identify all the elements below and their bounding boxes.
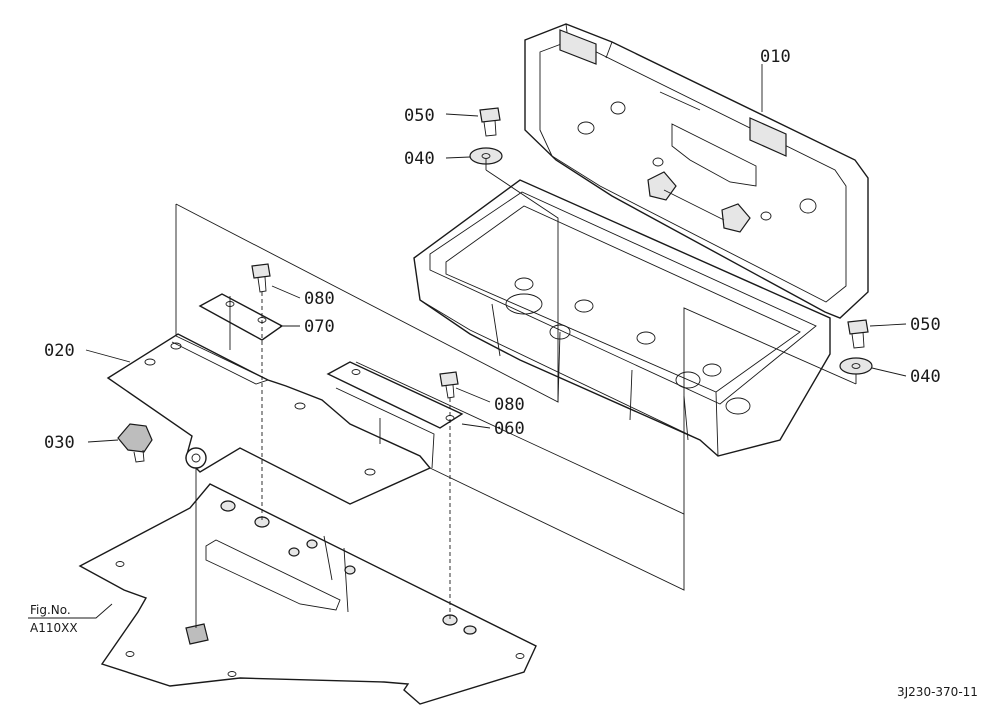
washer-040-lower bbox=[839, 357, 873, 375]
callout-060: 060 bbox=[494, 419, 525, 439]
callout-080-lower: 080 bbox=[494, 395, 525, 415]
bolt-080-lower bbox=[439, 371, 459, 399]
bolt-080-upper bbox=[251, 263, 271, 293]
leader-lines bbox=[85, 64, 907, 443]
bracket-plate-020 bbox=[106, 333, 432, 505]
figure-reference-label: Fig.No. bbox=[30, 603, 71, 617]
callout-010: 010 bbox=[760, 47, 791, 67]
bolt-050-upper bbox=[479, 107, 501, 137]
knob-030 bbox=[117, 423, 153, 463]
callout-020: 020 bbox=[44, 341, 75, 361]
strap-060 bbox=[326, 361, 464, 469]
bolt-050-lower bbox=[847, 319, 869, 349]
strap-070 bbox=[198, 293, 284, 341]
assembly-lines bbox=[175, 158, 857, 628]
figure-reference: Fig.No. A110XX bbox=[28, 603, 113, 635]
callout-040-upper: 040 bbox=[404, 149, 435, 169]
callout-080-upper: 080 bbox=[304, 289, 335, 309]
mounting-frame bbox=[78, 483, 537, 705]
callout-050-lower: 050 bbox=[910, 315, 941, 335]
figure-reference-number: A110XX bbox=[30, 621, 78, 635]
callout-030: 030 bbox=[44, 433, 75, 453]
callout-050-upper: 050 bbox=[404, 106, 435, 126]
drawing-code: 3J230-370-11 bbox=[897, 685, 978, 699]
callout-070: 070 bbox=[304, 317, 335, 337]
toolbox-010 bbox=[413, 23, 869, 457]
callout-040-lower: 040 bbox=[910, 367, 941, 387]
